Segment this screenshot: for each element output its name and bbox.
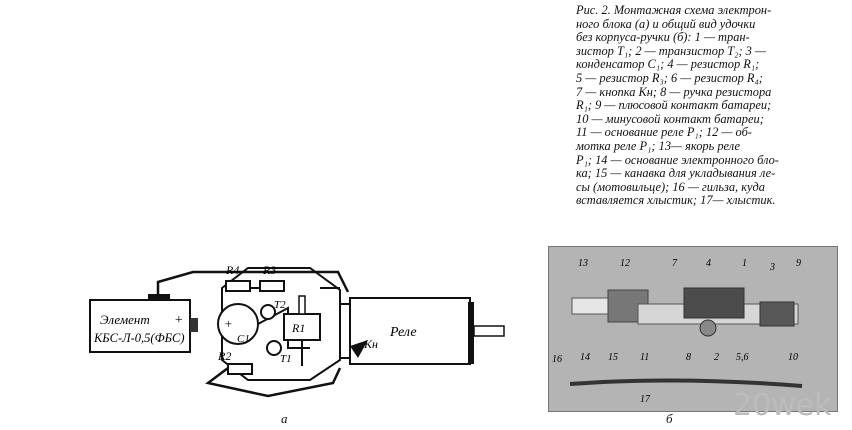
relay-shadow <box>468 302 474 364</box>
c1-label: C1 <box>237 333 250 345</box>
caption-line: ка; 15 — канавка для укладывания ле- <box>576 166 776 181</box>
part-10: 10 <box>788 352 798 363</box>
caption-line: P₁; 14 — основание электронного бло- <box>576 152 779 167</box>
battery-label-2: КБС-Л-0,5(ФБС) <box>93 331 185 345</box>
caption-line: мотка реле P₁; 13— якорь реле <box>576 138 740 153</box>
kn-label: Кн <box>363 337 378 351</box>
watermark: 20wek <box>733 388 832 423</box>
battery-contact-block <box>759 301 795 327</box>
caption-line: 5 — резистор R₃; 6 — резистор R₄; <box>576 70 763 85</box>
components-block <box>683 287 745 319</box>
part-5-6: 5,6 <box>736 352 749 363</box>
figure-caption: Рис. 2. Монтажная схема электрон- ного б… <box>576 3 846 208</box>
caption-line: 7 — кнопка Кн; 8 — ручка резистора <box>576 84 772 99</box>
part-8: 8 <box>686 352 691 363</box>
capacitor-plus: + <box>224 316 233 331</box>
r3-label: R3 <box>262 263 276 277</box>
part-7: 7 <box>672 258 678 269</box>
part-9: 9 <box>796 258 801 269</box>
wire-top <box>156 270 350 294</box>
transistor-t2 <box>260 304 276 320</box>
part-2: 2 <box>714 352 719 363</box>
button-kn <box>350 340 368 358</box>
battery-plus: + <box>174 313 183 328</box>
caption-line: вставляется хлыстик; 17— хлыстик. <box>576 193 776 208</box>
caption-line: сы (мотовильце); 16 — гильза, куда <box>576 179 765 194</box>
part-15: 15 <box>608 352 618 363</box>
resistor-r3 <box>259 280 285 292</box>
resistor-r2 <box>227 363 253 375</box>
t1-label: T1 <box>280 353 292 365</box>
battery-contact-top <box>148 294 170 300</box>
wire-bottom <box>205 367 342 398</box>
r1-label: R1 <box>291 321 305 335</box>
subfigure-label-b: б <box>666 411 673 426</box>
part-16: 16 <box>552 354 562 365</box>
transistor-t1 <box>266 340 282 356</box>
caption-line: 10 — минусовой контакт батареи; <box>576 111 764 126</box>
caption-line: R₁; 9 — плюсовой контакт батареи; <box>576 98 772 113</box>
wiring-diagram: Элемент + КБС-Л-0,5(ФБС) + C1 R4 R3 R2 T… <box>89 263 505 398</box>
r4-label: R4 <box>225 263 239 277</box>
resistor-r4 <box>225 280 251 292</box>
rod-tip <box>569 378 803 388</box>
battery-label-1: Элемент <box>100 312 150 327</box>
relay-bracket <box>339 303 351 359</box>
caption-line: зистор T₁; 2 — транзистор T₂; 3 — <box>576 43 766 58</box>
part-11: 11 <box>640 352 649 363</box>
relay-body <box>349 297 471 365</box>
battery-body <box>89 299 191 353</box>
part-12: 12 <box>620 258 630 269</box>
relay-shaft <box>473 325 505 337</box>
part-17: 17 <box>640 394 651 405</box>
r2-label: R2 <box>217 349 231 363</box>
part-14: 14 <box>580 352 590 363</box>
part-13: 13 <box>578 258 588 269</box>
caption-line: конденсатор C₁; 4 — резистор R₁; <box>576 57 760 72</box>
t2-label: T2 <box>274 299 286 311</box>
caption-line: ного блока (а) и общий вид удочки <box>576 16 756 31</box>
part-4: 4 <box>706 258 711 269</box>
resistor-r1 <box>283 313 321 341</box>
caption-line: без корпуса-ручки (б): 1 — тран- <box>576 30 750 45</box>
battery-terminal <box>190 318 198 332</box>
relay-label: Реле <box>389 325 417 340</box>
rod-photo: 13 12 7 4 1 3 9 16 14 15 11 8 2 5,6 10 1… <box>548 246 838 412</box>
caption-line: Рис. 2. Монтажная схема электрон- <box>576 3 772 17</box>
part-1: 1 <box>742 258 747 269</box>
resistor-knob <box>699 319 717 337</box>
subfigure-label-a: а <box>281 411 288 426</box>
r1-shaft <box>298 295 306 315</box>
part-3: 3 <box>769 262 775 273</box>
caption-line: 11 — основание реле P₁; 12 — об- <box>576 125 752 140</box>
